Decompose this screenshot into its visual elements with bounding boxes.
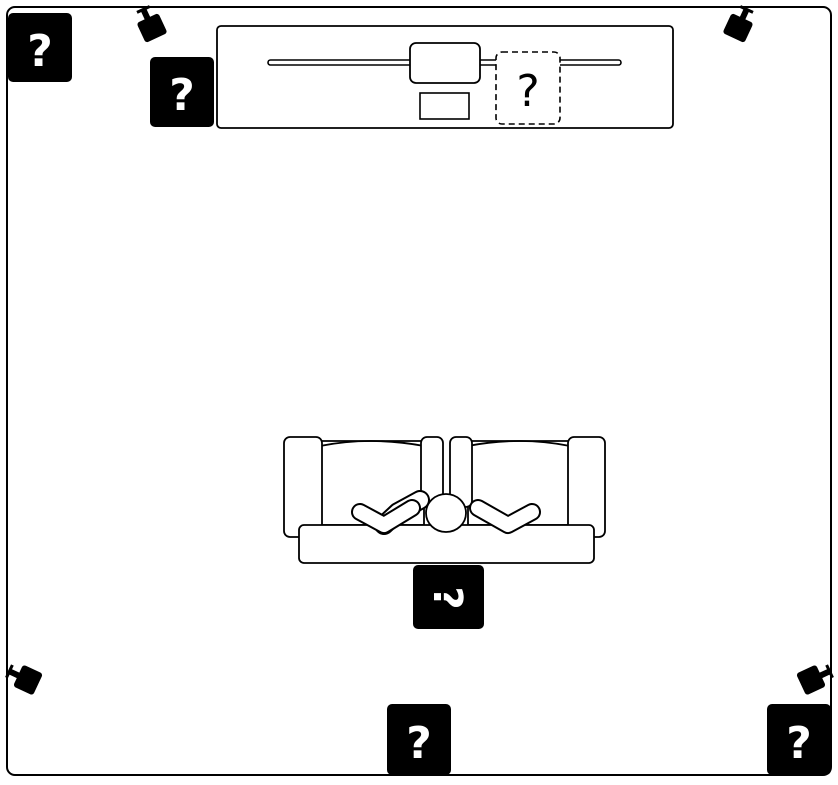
rear-center-badge-label: ? xyxy=(406,718,432,769)
wall-mounted-speaker-icon xyxy=(136,5,167,43)
wall-mounted-speaker-icon xyxy=(723,5,754,43)
media-device xyxy=(419,92,470,120)
listener-badge-label: ? xyxy=(424,586,470,609)
sofa-icon xyxy=(283,436,606,564)
front-left-badge: ? xyxy=(150,57,214,127)
center-slot-placeholder xyxy=(495,51,561,125)
front-left-badge-label: ? xyxy=(169,70,195,121)
rear-right-badge-label: ? xyxy=(786,718,812,769)
center-speaker xyxy=(409,42,481,84)
wall-mounted-speaker-icon xyxy=(5,664,43,695)
rear-right-badge: ? xyxy=(767,704,831,775)
top-left-badge-label: ? xyxy=(27,26,53,77)
top-left-badge: ? xyxy=(8,13,72,82)
listener-badge: ? xyxy=(413,565,484,629)
rear-center-badge: ? xyxy=(387,704,451,775)
tv-stand-icon: ? xyxy=(216,25,674,129)
person-top-view-icon xyxy=(351,490,541,535)
center-slot-label: ? xyxy=(516,66,539,117)
wall-mounted-speaker-icon xyxy=(796,664,834,695)
